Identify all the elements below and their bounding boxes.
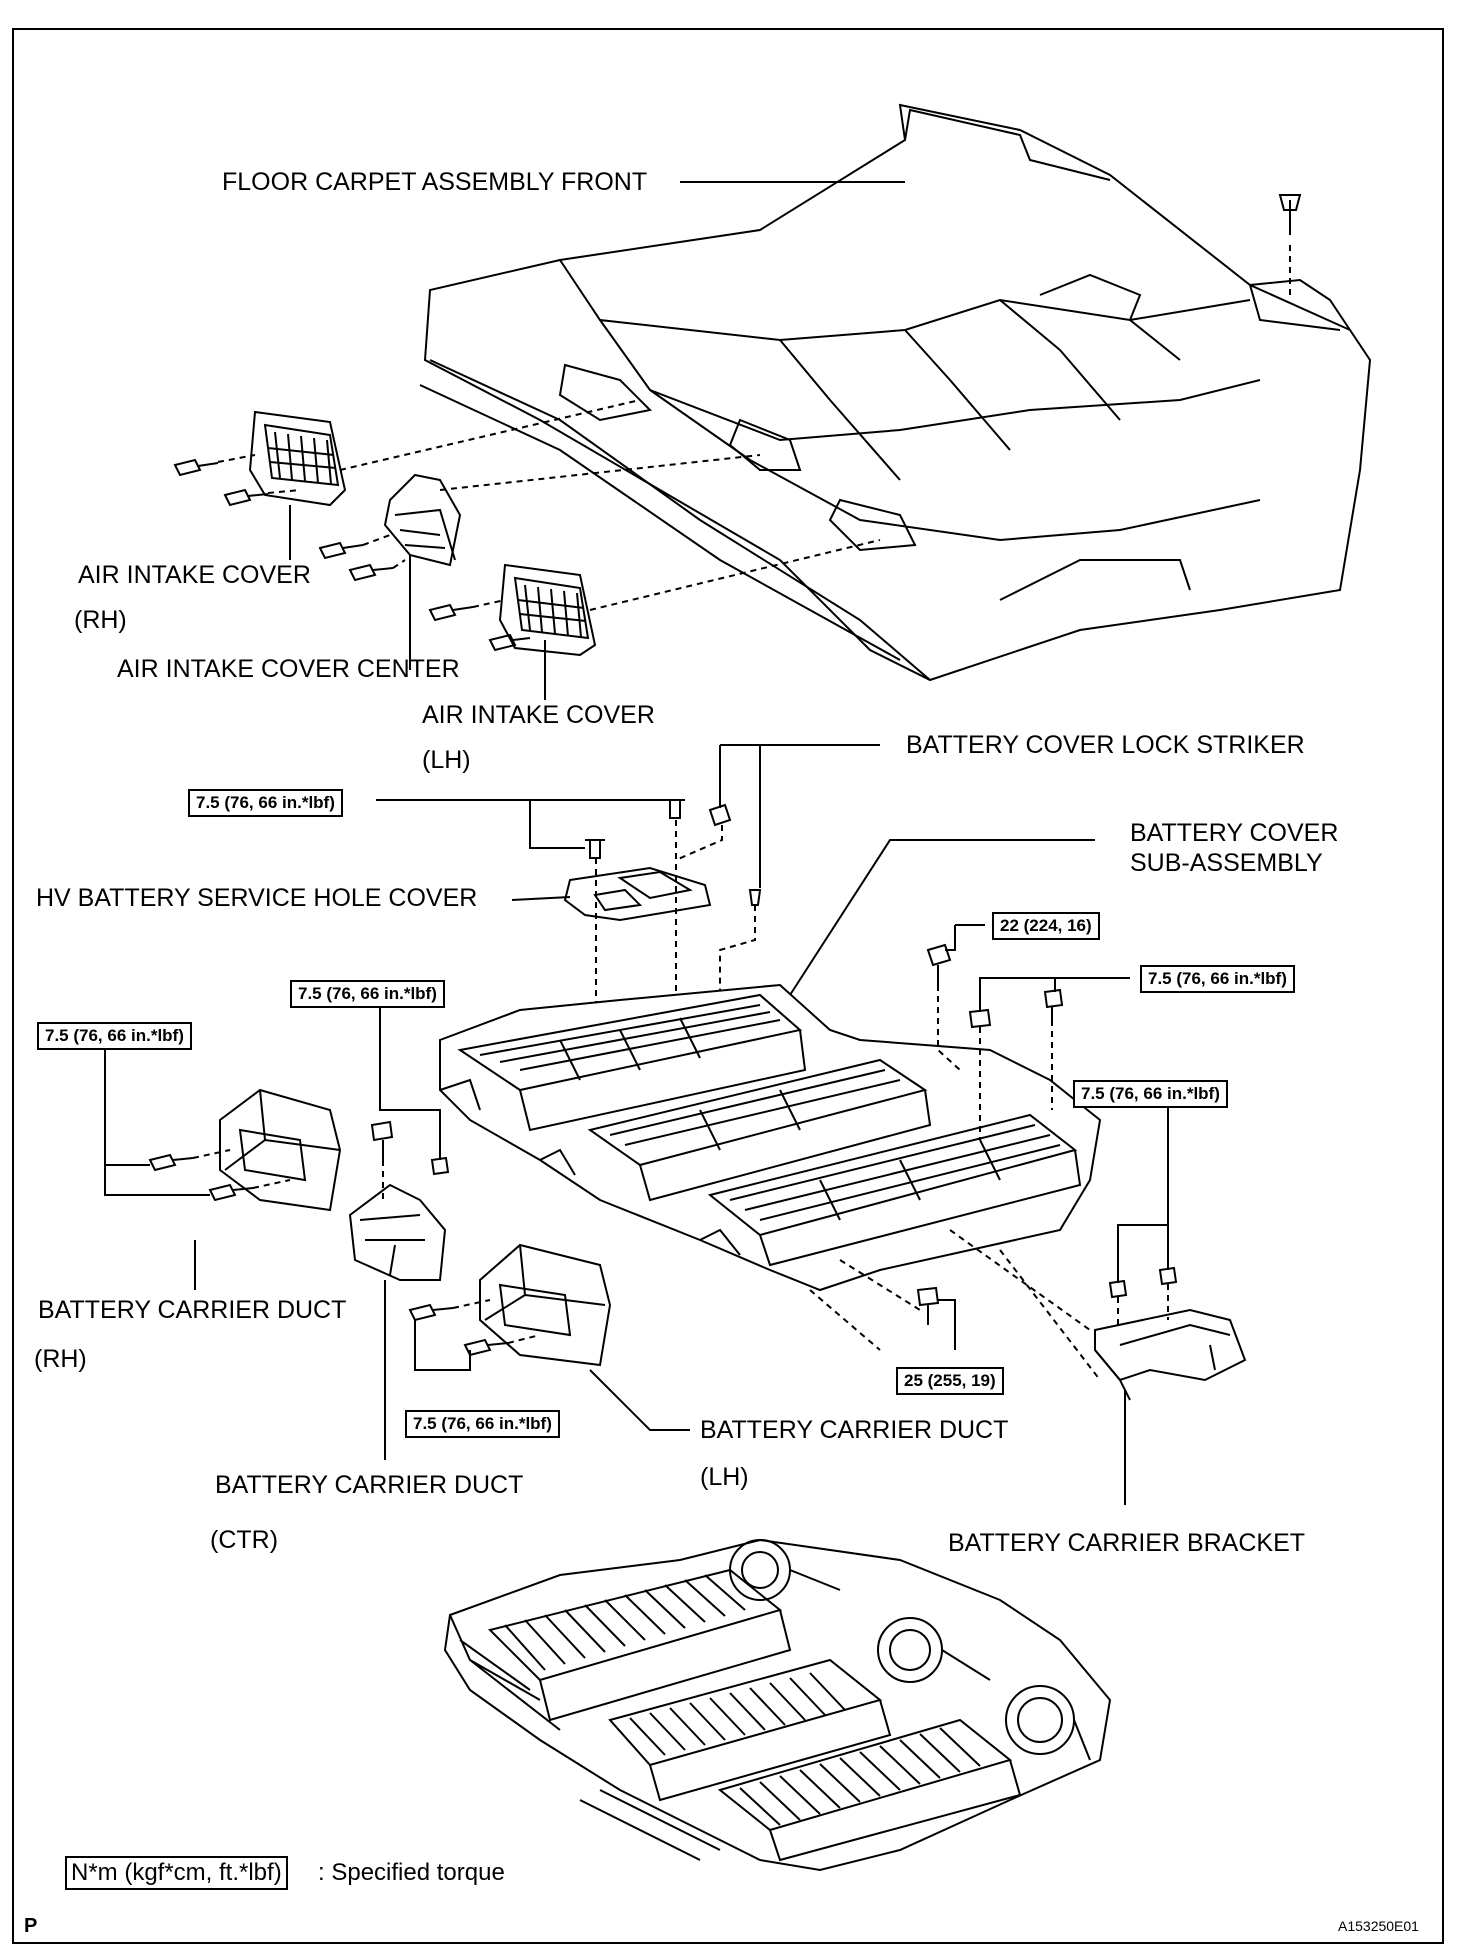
floor-carpet-drawing bbox=[419, 103, 1372, 682]
label-air-intake-cover-lh-side: (LH) bbox=[422, 746, 471, 774]
legend-torque-unit: N*m (kgf*cm, ft.*lbf) bbox=[65, 1856, 288, 1890]
air-intake-cover-lh-drawing bbox=[428, 539, 881, 700]
air-intake-cover-center-drawing bbox=[318, 454, 761, 670]
label-floor-carpet: FLOOR CARPET ASSEMBLY FRONT bbox=[222, 168, 648, 196]
page-mark: P bbox=[24, 1915, 38, 1937]
label-battery-carrier-duct-rh-side: (RH) bbox=[34, 1345, 87, 1373]
torque-bracket-bolts: 7.5 (76, 66 in.*lbf) bbox=[1073, 1080, 1228, 1108]
torque-25-bolt: 25 (255, 19) bbox=[896, 1367, 1004, 1395]
label-battery-cover-lock-striker: BATTERY COVER LOCK STRIKER bbox=[906, 731, 1305, 759]
label-hv-battery-service-hole-cover: HV BATTERY SERVICE HOLE COVER bbox=[36, 884, 478, 912]
label-air-intake-cover-center: AIR INTAKE COVER CENTER bbox=[117, 655, 460, 683]
torque-duct-lh-bolts: 7.5 (76, 66 in.*lbf) bbox=[405, 1410, 560, 1438]
label-air-intake-cover-rh: AIR INTAKE COVER bbox=[78, 561, 311, 589]
air-intake-cover-rh-drawing bbox=[173, 399, 641, 560]
battery-cover-assembly-drawing bbox=[439, 983, 1102, 1292]
diagram-frame bbox=[12, 28, 1444, 1944]
battery-carrier-duct-ctr-drawing bbox=[348, 995, 450, 1460]
hv-battery-assembly-drawing bbox=[443, 1538, 1112, 1872]
label-battery-carrier-duct-ctr-side: (CTR) bbox=[210, 1526, 279, 1554]
label-battery-carrier-duct-lh: BATTERY CARRIER DUCT bbox=[700, 1416, 1009, 1444]
figure-id: A153250E01 bbox=[1338, 1918, 1419, 1934]
legend-specified-torque: : Specified torque bbox=[318, 1859, 505, 1886]
battery-carrier-duct-rh-drawing bbox=[104, 1034, 342, 1290]
label-battery-carrier-duct-rh: BATTERY CARRIER DUCT bbox=[38, 1296, 347, 1324]
label-battery-carrier-duct-lh-side: (LH) bbox=[700, 1463, 749, 1491]
label-battery-carrier-bracket: BATTERY CARRIER BRACKET bbox=[948, 1529, 1306, 1557]
torque-duct-rh-bolts: 7.5 (76, 66 in.*lbf) bbox=[37, 1022, 192, 1050]
label-battery-carrier-duct-ctr: BATTERY CARRIER DUCT bbox=[215, 1471, 524, 1499]
torque-service-hole-bolts: 7.5 (76, 66 in.*lbf) bbox=[188, 789, 343, 817]
torque-22-bolt: 22 (224, 16) bbox=[992, 912, 1100, 940]
label-air-intake-cover-lh: AIR INTAKE COVER bbox=[422, 701, 655, 729]
torque-duct-ctr-bolts: 7.5 (76, 66 in.*lbf) bbox=[290, 980, 445, 1008]
battery-carrier-bracket-drawing bbox=[949, 1104, 1247, 1505]
battery-carrier-duct-lh-drawing bbox=[408, 1243, 690, 1431]
torque-cover-right-bolts: 7.5 (76, 66 in.*lbf) bbox=[1140, 965, 1295, 993]
label-battery-cover-sub-1: BATTERY COVER bbox=[1130, 819, 1339, 847]
label-battery-cover-sub-2: SUB-ASSEMBLY bbox=[1130, 849, 1323, 877]
label-air-intake-cover-rh-side: (RH) bbox=[74, 606, 127, 634]
